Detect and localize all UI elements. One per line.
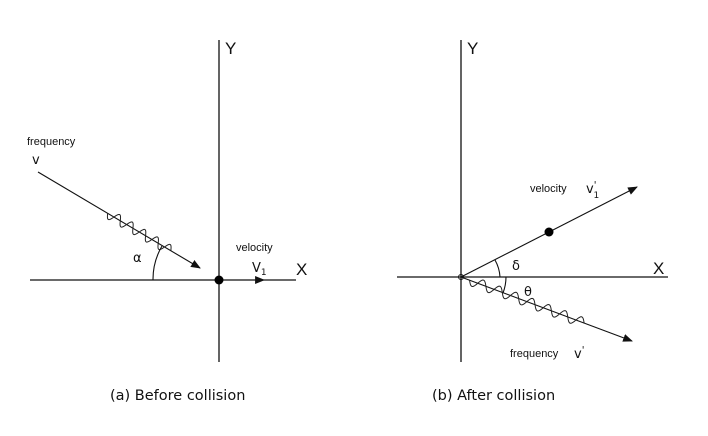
panel-b-caption: (b) After collision [432, 388, 555, 404]
panel-b-y-axis-label: Y [467, 39, 478, 58]
panel-b-angle-theta: θ [524, 285, 532, 300]
panel-a-caption: (a) Before collision [110, 388, 245, 404]
panel-b-velocity-symbol: v'1 [586, 180, 599, 201]
panel-b-photon-wave [469, 279, 585, 324]
panel-a-x-axis-label: X [296, 260, 307, 279]
panel-b-angle-delta-arc [494, 259, 501, 278]
panel-b-velocity-label: velocity [530, 183, 567, 195]
panel-a-velocity-symbol: V1 [252, 261, 267, 278]
panel-a-frequency-label: frequency [27, 136, 76, 148]
panel-a-velocity-label: velocity [236, 242, 273, 254]
panel-b-electron [544, 227, 554, 237]
panel-b-velocity-subscript: 1 [593, 191, 599, 201]
panel-b-frequency-label: frequency [510, 348, 559, 360]
panel-a-frequency-symbol: v [32, 153, 40, 168]
panel-a-electron [214, 275, 224, 285]
panel-a-angle-arc [152, 245, 163, 281]
panel-b-velocity-prime: ' [594, 180, 597, 191]
panel-a-incident-photon-path [37, 171, 201, 269]
panel-a-y-axis-label: Y [225, 39, 236, 58]
panel-b-angle-delta: δ [512, 259, 520, 274]
panel-a-velocity-subscript: 1 [261, 268, 267, 278]
panel-b-x-axis-label: X [653, 259, 664, 278]
panel-a-angle-alpha: α [133, 251, 142, 266]
panel-b-frequency-prime: ' [582, 345, 585, 356]
panel-before-collision: Y X α frequency v velocity V1 (a) Before… [27, 39, 307, 404]
panel-b-frequency-symbol: v' [574, 345, 584, 362]
panel-a-photon-wave [106, 213, 172, 251]
panel-b-origin [458, 274, 464, 280]
panel-after-collision: Y X δ θ velocity v'1 frequency v' (b) Af… [397, 39, 668, 404]
panel-b-scattered-photon-path [460, 276, 633, 342]
panel-b-angle-theta-arc [502, 276, 507, 294]
